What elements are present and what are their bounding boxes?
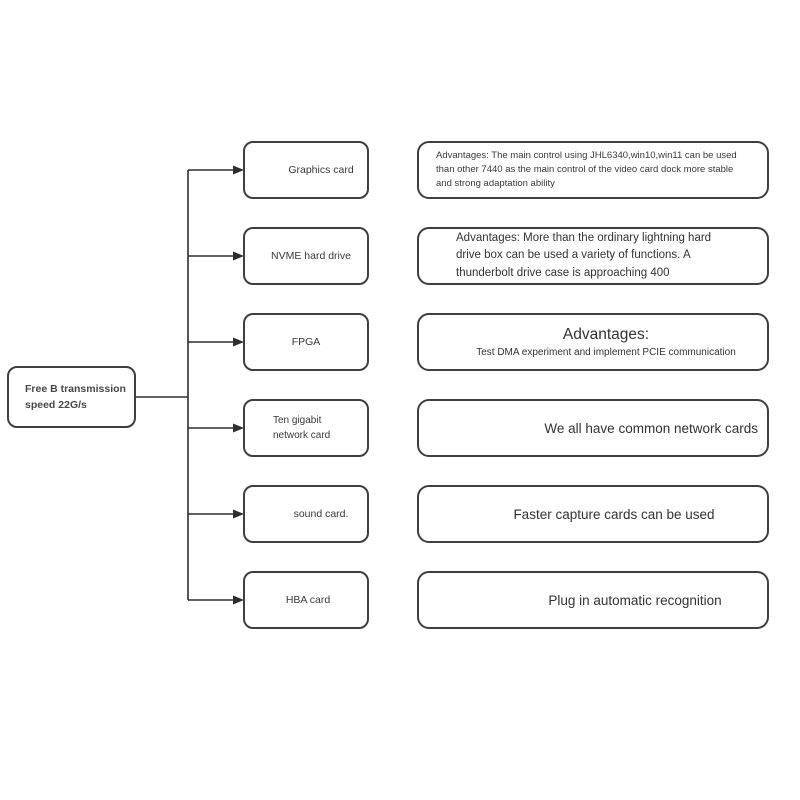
desc-node-graphics-card: Advantages: The main control using JHL63… [417, 141, 769, 199]
node-fpga: FPGA [243, 313, 369, 371]
node-sound-card: sound card. [243, 485, 369, 543]
node-hba-card: HBA card [243, 571, 369, 629]
desc-text: Test DMA experiment and implement PCIE c… [476, 347, 736, 358]
desc-node-sound-card: Faster capture cards can be used [417, 485, 769, 543]
desc-node-ten-gigabit-network-card: We all have common network cards [417, 399, 769, 457]
desc-node-hba-card: Plug in automatic recognition [417, 571, 769, 629]
desc-text: Plug in automatic recognition [548, 592, 722, 608]
node-label: Graphics card [288, 164, 354, 176]
node-label: FPGA [291, 336, 321, 348]
node-graphics-card: Graphics card [243, 141, 369, 199]
node-label: NVME hard drive [271, 250, 351, 262]
desc-node-nvme-hard-drive: Advantages: More than the ordinary light… [417, 227, 769, 285]
desc-text: Advantages: More than the ordinary light… [456, 232, 712, 279]
node-label: sound card. [293, 508, 349, 520]
node-label: HBA card [285, 594, 331, 606]
node-ten-gigabit-network-card: Ten gigabit network card [243, 399, 369, 457]
root-node-label: Free B transmission speed 22G/s [25, 382, 126, 411]
desc-text: Faster capture cards can be used [513, 506, 715, 522]
desc-node-fpga: Advantages: Test DMA experiment and impl… [417, 313, 769, 371]
node-nvme-hard-drive: NVME hard drive [243, 227, 369, 285]
node-label: Ten gigabit network card [273, 415, 331, 441]
desc-title: Advantages: [562, 326, 650, 343]
root-node: Free B transmission speed 22G/s [7, 366, 136, 428]
desc-text: We all have common network cards [544, 420, 758, 436]
desc-text: Advantages: The main control using JHL63… [436, 149, 737, 190]
